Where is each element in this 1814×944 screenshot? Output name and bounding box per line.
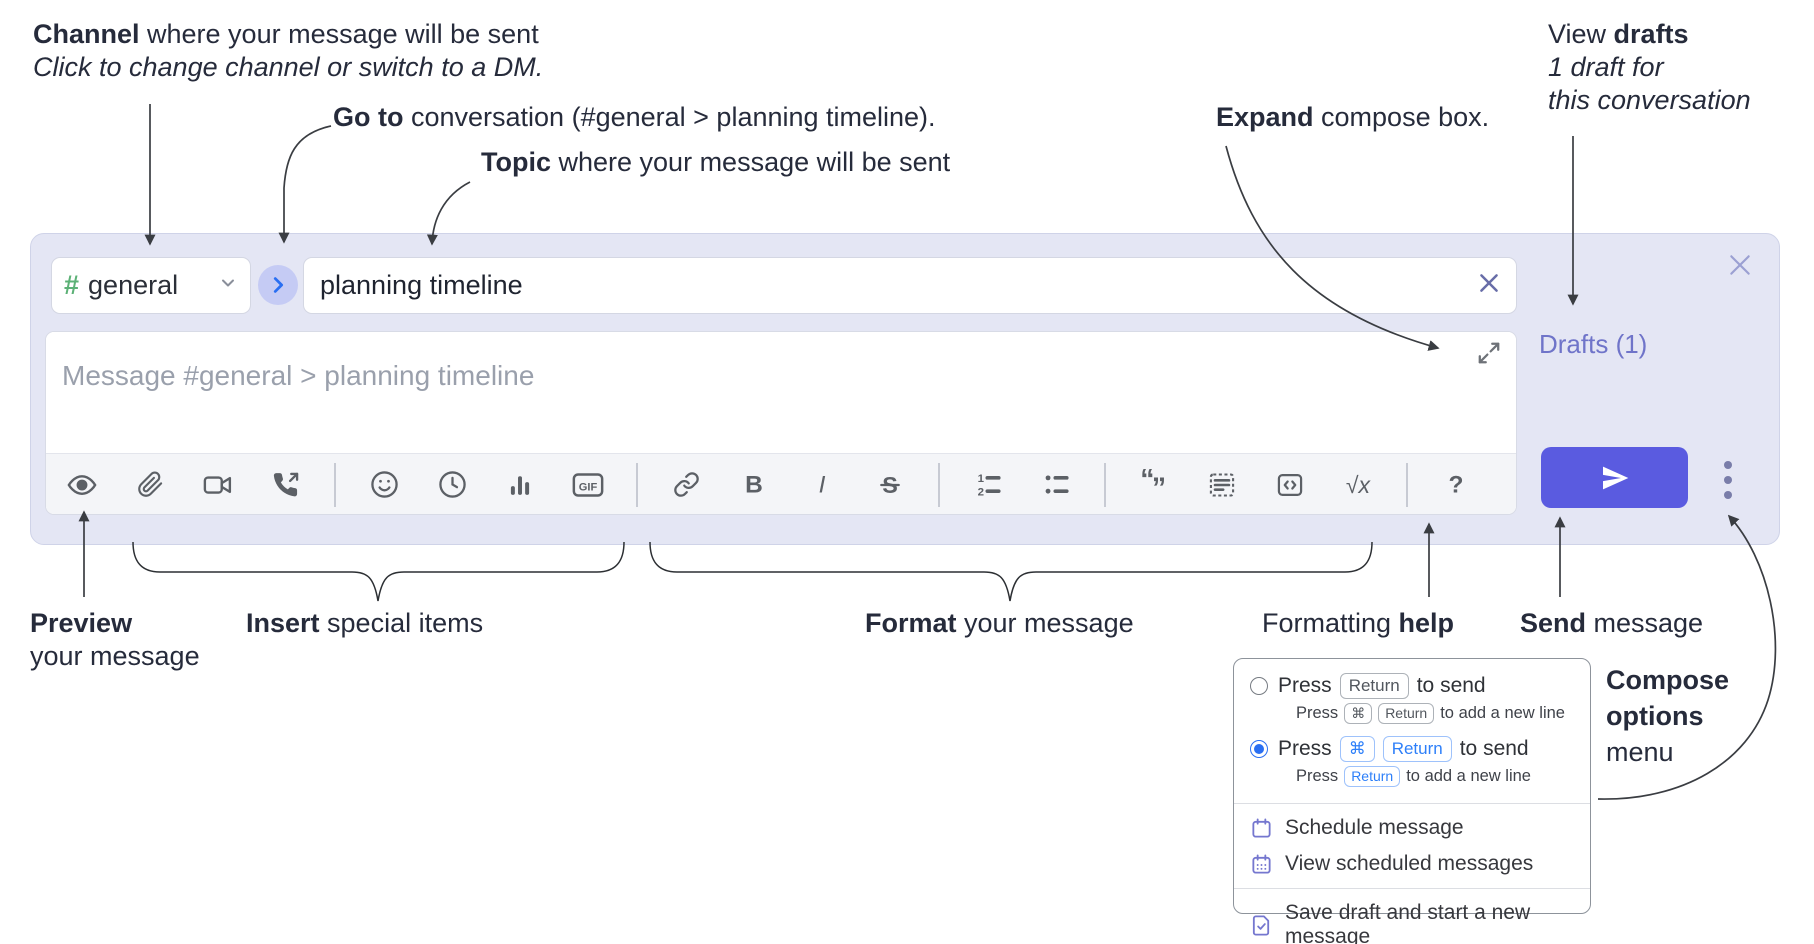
svg-text:?: ? — [1449, 471, 1464, 498]
poll-icon[interactable] — [498, 462, 542, 508]
annotation-insert: Insert special items — [246, 608, 484, 638]
channel-hash-icon: # — [64, 270, 80, 300]
math-icon[interactable]: √x — [1336, 462, 1380, 508]
annotation-formatting-help: Formatting help — [1262, 608, 1455, 638]
strikethrough-icon[interactable]: S — [868, 462, 912, 508]
calendar-grid-icon — [1252, 853, 1271, 874]
annotation-channel-bold: Channel — [33, 19, 140, 49]
line-goto — [278, 125, 332, 244]
message-box: Message #general > planning timeline — [45, 331, 1517, 515]
annotation-expand: Expand compose box. — [1216, 102, 1490, 132]
send-button[interactable] — [1541, 447, 1688, 508]
svg-text:”: ” — [1151, 472, 1165, 500]
annotation-view-drafts: View drafts 1 draft for this conversatio… — [1548, 19, 1751, 115]
toolbar-divider — [1406, 462, 1408, 507]
menu-item-save-draft[interactable]: Save draft and start a new message — [1234, 895, 1590, 944]
annotation-topic: Topic where your message will be sent — [481, 147, 951, 177]
send-option-return[interactable]: Press Return to send Press ⌘ Return to a… — [1234, 671, 1590, 734]
toolbar-divider — [636, 462, 638, 507]
bulleted-list-icon[interactable] — [1034, 462, 1078, 508]
annotation-channel-sub: Click to change channel or switch to a D… — [33, 52, 544, 82]
svg-text:B: B — [745, 471, 763, 498]
go-to-conversation-button[interactable] — [258, 265, 298, 305]
voice-call-icon[interactable] — [264, 462, 308, 508]
send-option-cmd-return[interactable]: Press ⌘ Return to send Press Return to a… — [1234, 734, 1590, 797]
quote-icon[interactable]: “” — [1132, 462, 1176, 508]
attach-file-icon[interactable] — [128, 462, 172, 508]
message-formatting-help-icon[interactable]: ? — [1434, 462, 1478, 508]
gif-icon[interactable]: GIF — [566, 462, 610, 508]
menu-item-view-scheduled[interactable]: View scheduled messages — [1234, 846, 1590, 882]
annotation-goto: Go to conversation (#general > planning … — [333, 102, 936, 132]
svg-text:I: I — [819, 471, 826, 498]
compose-box: # general planning timeline Drafts (1) M… — [30, 233, 1780, 545]
channel-selector[interactable]: # general — [51, 257, 251, 314]
compose-options-menu: Press Return to send Press ⌘ Return to a… — [1233, 658, 1591, 944]
compose-options-menu-icon[interactable] — [1713, 458, 1743, 502]
topic-input[interactable]: planning timeline — [303, 257, 1517, 314]
video-call-icon[interactable] — [196, 462, 240, 508]
toolbar-divider — [938, 462, 940, 507]
svg-text:√x: √x — [1346, 471, 1372, 497]
annotation-channel-rest: where your message will be sent — [139, 19, 539, 49]
close-compose-icon[interactable] — [1727, 252, 1753, 278]
svg-text:GIF: GIF — [579, 481, 598, 493]
svg-text:2: 2 — [977, 486, 983, 498]
menu-divider — [1234, 803, 1590, 804]
toolbar-divider — [1104, 462, 1106, 507]
brace-insert — [132, 541, 625, 602]
time-icon[interactable] — [430, 462, 474, 508]
key-cmd: ⌘ — [1339, 736, 1375, 762]
message-textarea[interactable]: Message #general > planning timeline — [46, 332, 1516, 453]
menu-item-schedule-message[interactable]: Schedule message — [1234, 810, 1590, 846]
toolbar-divider — [334, 462, 336, 507]
svg-text:“: “ — [1140, 469, 1154, 495]
brace-format — [649, 541, 1373, 602]
preview-icon[interactable] — [60, 462, 104, 508]
key-return: Return — [1382, 736, 1452, 762]
send-icon — [1602, 466, 1628, 489]
link-icon[interactable] — [664, 462, 708, 508]
clear-topic-icon[interactable] — [1476, 270, 1502, 301]
menu-divider — [1234, 888, 1590, 889]
annotation-channel: Channel where your message will be sent … — [33, 18, 543, 84]
annotation-send: Send message — [1520, 608, 1704, 638]
radio-selected-icon[interactable] — [1250, 740, 1268, 758]
draft-check-icon — [1252, 914, 1270, 936]
spoiler-icon[interactable] — [1200, 462, 1244, 508]
annotation-format: Format your message — [865, 608, 1134, 638]
chevron-right-icon — [273, 277, 284, 293]
message-placeholder: Message #general > planning timeline — [62, 360, 535, 391]
code-icon[interactable] — [1268, 462, 1312, 508]
calendar-icon — [1252, 817, 1271, 838]
radio-unselected-icon[interactable] — [1250, 677, 1268, 695]
key-cmd: ⌘ — [1344, 703, 1373, 724]
drafts-link[interactable]: Drafts (1) — [1539, 329, 1648, 359]
annotation-compose-options: Compose options menu — [1606, 665, 1730, 767]
topic-value: planning timeline — [320, 270, 523, 300]
key-return: Return — [1344, 766, 1401, 787]
key-return: Return — [1339, 673, 1409, 699]
bold-icon[interactable]: B — [732, 462, 776, 508]
chevron-down-icon — [218, 273, 238, 298]
svg-text:1: 1 — [977, 473, 984, 485]
key-return: Return — [1378, 703, 1435, 724]
expand-compose-icon[interactable] — [1476, 340, 1504, 368]
annotation-preview: Preview your message — [30, 608, 200, 671]
italic-icon[interactable]: I — [800, 462, 844, 508]
channel-name: general — [88, 270, 179, 300]
emoji-icon[interactable] — [362, 462, 406, 508]
